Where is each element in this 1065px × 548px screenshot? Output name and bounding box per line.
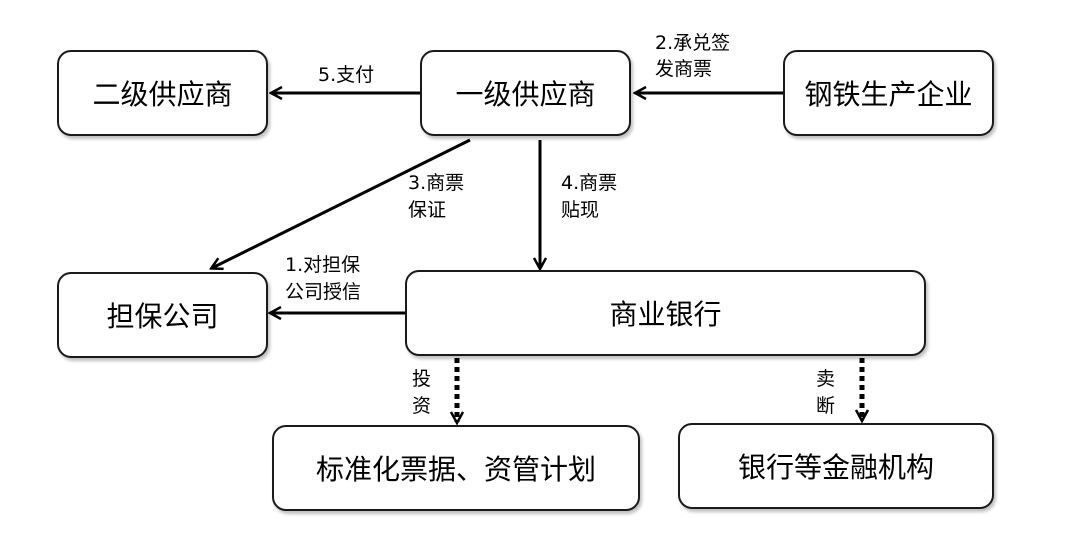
- label-credit-1: 1.对担保: [285, 254, 361, 276]
- label-accept-issue-1: 2.承兑签: [655, 32, 731, 54]
- label-guarantee-1: 3.商票: [408, 172, 465, 194]
- label-invest-1: 投: [412, 368, 432, 390]
- arrow-guarantee: [212, 138, 471, 268]
- node-guarantor: 担保公司: [57, 272, 268, 358]
- label-discount-2: 贴现: [561, 199, 600, 221]
- node-primary-supplier: 一级供应商: [420, 50, 631, 136]
- label-pay: 5.支付: [318, 64, 375, 86]
- label-accept-issue-2: 发商票: [655, 58, 713, 80]
- label-invest-2: 资: [412, 395, 432, 417]
- node-standardized-bills: 标准化票据、资管计划: [272, 425, 640, 511]
- node-secondary-supplier: 二级供应商: [57, 50, 268, 136]
- node-steel-producer: 钢铁生产企业: [783, 50, 994, 136]
- label-sell-1: 卖: [816, 368, 836, 390]
- node-financial-institutions: 银行等金融机构: [678, 423, 994, 509]
- label-sell-2: 断: [816, 395, 836, 417]
- node-commercial-bank: 商业银行: [405, 270, 926, 356]
- label-discount-1: 4.商票: [561, 172, 618, 194]
- label-credit-2: 公司授信: [285, 281, 362, 303]
- label-guarantee-2: 保证: [408, 199, 447, 221]
